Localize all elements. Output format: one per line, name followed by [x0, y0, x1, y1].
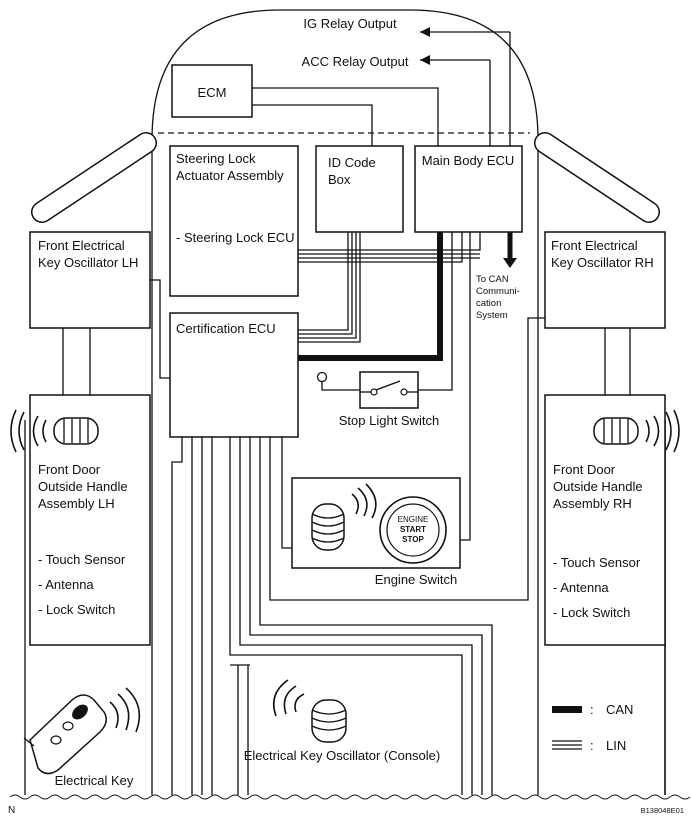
antenna-coil-rh-icon — [593, 409, 680, 453]
steering-lock-ecu-label: - Steering Lock ECU — [176, 230, 295, 245]
figure-id: B138048E01 — [641, 806, 684, 815]
key-oscillator-rh-box: Front Electrical Key Oscillator RH — [544, 231, 666, 329]
door-rh-lock-switch: - Lock Switch — [553, 605, 630, 620]
acc-relay-output-label: ACC Relay Output — [302, 54, 409, 69]
legend-lin-label: LIN — [606, 738, 626, 753]
key-oscillator-lh-box: Front Electrical Key Oscillator LH — [29, 231, 151, 329]
door-lh-antenna: - Antenna — [38, 577, 94, 592]
electrical-key-label: Electrical Key — [55, 773, 134, 788]
key-osc-lh-label-2: Key Oscillator LH — [38, 255, 138, 270]
a-pillar-left — [31, 132, 157, 223]
to-can-label: To CAN Communi- cation System — [476, 274, 520, 321]
main-body-ecu-label: Main Body ECU — [422, 153, 514, 168]
engine-switch-coil-icon — [311, 483, 377, 551]
main-body-ecu-box: Main Body ECU — [414, 145, 523, 233]
bottom-cut-line — [9, 794, 691, 800]
legend-can-label: CAN — [606, 702, 633, 717]
to-can-line-1: To CAN — [476, 274, 509, 285]
door-lh-label-1: Front Door — [38, 462, 101, 477]
console-oscillator-label: Electrical Key Oscillator (Console) — [244, 748, 441, 763]
legend: : CAN : LIN — [552, 702, 633, 753]
id-code-box: ID Code Box — [315, 145, 404, 233]
legend-lin-sep: : — [590, 738, 594, 753]
antenna-coil-lh-icon — [10, 409, 99, 453]
door-rh-label-3: Assembly RH — [553, 496, 632, 511]
console-oscillator-icon — [272, 679, 347, 743]
key-osc-lh-label-1: Front Electrical — [38, 238, 125, 253]
engine-start-stop-button-icon: ENGINE START STOP — [379, 496, 447, 564]
corner-label: N — [8, 805, 15, 816]
engine-button-text-3: STOP — [402, 535, 424, 544]
engine-button-text-2: START — [400, 525, 426, 534]
to-can-line-4: System — [476, 310, 508, 321]
steering-lock-box: Steering Lock Actuator Assembly - Steeri… — [169, 145, 299, 297]
a-pillar-right — [534, 132, 660, 223]
door-rh-label-1: Front Door — [553, 462, 616, 477]
door-lh-label-2: Outside Handle — [38, 479, 128, 494]
stop-light-switch: Stop Light Switch — [339, 371, 439, 428]
to-can-line-2: Communi- — [476, 286, 520, 297]
stop-light-switch-label: Stop Light Switch — [339, 413, 439, 428]
to-can-line-3: cation — [476, 298, 501, 309]
certification-ecu-label: Certification ECU — [176, 321, 276, 336]
vehicle-outline — [24, 9, 539, 795]
steering-lock-label-1: Steering Lock — [176, 151, 256, 166]
ecm-label: ECM — [198, 85, 227, 100]
engine-switch-label: Engine Switch — [375, 572, 457, 587]
legend-lin-swatch — [552, 740, 582, 750]
steering-lock-label-2: Actuator Assembly — [176, 168, 284, 183]
certification-ecu-box: Certification ECU — [169, 312, 299, 438]
engine-button-text-1: ENGINE — [398, 515, 429, 524]
id-code-label-2: Box — [328, 172, 351, 187]
door-lh-label-3: Assembly LH — [38, 496, 115, 511]
key-osc-rh-label-2: Key Oscillator RH — [551, 255, 654, 270]
ig-relay-output-label: IG Relay Output — [303, 16, 397, 31]
id-code-label-1: ID Code — [328, 155, 376, 170]
electrical-key-icon — [23, 687, 141, 775]
legend-can-sep: : — [590, 702, 594, 717]
door-rh-antenna: - Antenna — [553, 580, 609, 595]
ecm-box: ECM — [171, 64, 253, 118]
door-rh-label-2: Outside Handle — [553, 479, 643, 494]
key-osc-rh-label-1: Front Electrical — [551, 238, 638, 253]
door-lh-touch-sensor: - Touch Sensor — [38, 552, 126, 567]
legend-can-swatch — [552, 706, 582, 713]
door-lh-lock-switch: - Lock Switch — [38, 602, 115, 617]
door-rh-touch-sensor: - Touch Sensor — [553, 555, 641, 570]
